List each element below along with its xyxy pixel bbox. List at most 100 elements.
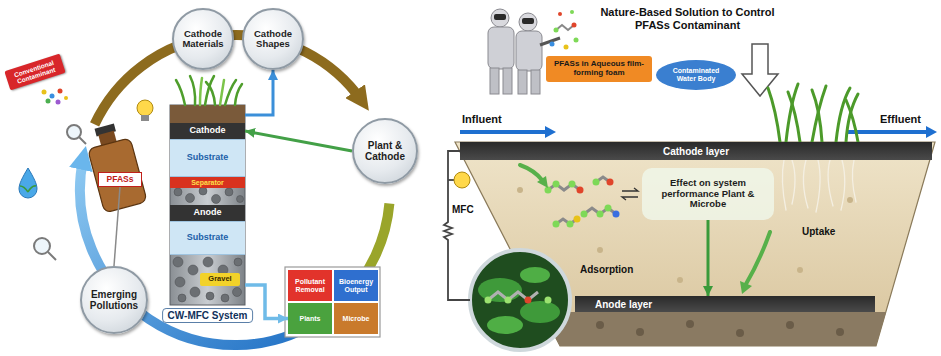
art-part: [553, 221, 560, 228]
art-part: [221, 294, 229, 302]
art-part: [570, 10, 574, 14]
node-text: Cathode: [190, 126, 226, 136]
art-part: [574, 38, 579, 43]
node-text: Emerging Pollutions: [86, 289, 142, 311]
art-part: [520, 301, 560, 323]
art-part: [847, 197, 853, 203]
art-part: [567, 221, 574, 228]
column-body: [170, 105, 245, 305]
art-part: [186, 194, 195, 203]
art-part: [597, 247, 603, 253]
node-text: PFASs in Aqueous film-forming foam: [550, 60, 648, 78]
art-part: [852, 160, 856, 202]
art-part: [67, 125, 81, 139]
art-part: [550, 42, 555, 47]
art-part: [622, 188, 638, 191]
art-part: [50, 94, 55, 99]
art-part: [478, 278, 522, 302]
art-part: [517, 187, 523, 193]
connector: [245, 70, 273, 115]
art-part: [448, 179, 454, 181]
art-part: [768, 84, 858, 142]
effluent-arrow: [848, 126, 937, 138]
gravel-tag: Gravel: [200, 273, 240, 286]
art-part: [828, 160, 833, 206]
art-part: [234, 258, 242, 266]
topic-circle: Cathode Shapes: [242, 8, 304, 70]
art-part: [577, 187, 584, 194]
art-part: [444, 151, 470, 300]
column-plants: [176, 76, 242, 105]
influent-arrow: [460, 126, 556, 138]
art-part: [56, 100, 61, 105]
art-part: [519, 13, 537, 31]
art-part: [816, 160, 820, 212]
layer-band: Substrate: [170, 139, 245, 177]
effect-box: Effect on system performance Plant & Mic…: [642, 168, 774, 220]
art-part: [46, 99, 51, 104]
connector: [114, 187, 120, 266]
art-part: [788, 92, 800, 142]
node-text: Gravel: [208, 275, 231, 283]
art-part: [926, 126, 937, 138]
foam-box: PFASs in Aqueous film-forming foam: [546, 56, 652, 82]
art-part: [491, 9, 509, 27]
node-text: Cathode Materials: [178, 29, 228, 50]
layer-band: Substrate: [170, 221, 245, 255]
art-part: [485, 297, 492, 304]
layer-band: Anode: [170, 205, 245, 221]
art-part: [792, 160, 795, 204]
art-part: [569, 181, 576, 188]
water-drop-icon: [19, 168, 37, 198]
art-part: [596, 320, 844, 337]
node-text: Plant & Cathode: [358, 140, 412, 162]
art-part: [190, 287, 200, 297]
result-panel: [285, 267, 380, 337]
node-text: Cathode layer: [663, 146, 729, 157]
art-part: [564, 45, 569, 50]
foam-molecules: [550, 10, 579, 50]
art-part: [740, 281, 752, 294]
node-text: Substrate: [187, 153, 229, 163]
art-part: [520, 267, 550, 283]
art-part: [137, 100, 153, 116]
art-part: [494, 14, 506, 20]
art-part: [470, 250, 570, 350]
art-part: [545, 187, 552, 194]
system-title: CW-MFC System: [162, 308, 254, 323]
art-part: [812, 86, 826, 142]
art-part: [48, 252, 56, 260]
art-part: [454, 172, 470, 188]
art-part: [782, 160, 786, 210]
node-text: Pollutant Removal: [289, 278, 331, 293]
art-part: [545, 297, 552, 304]
art-part: [786, 321, 794, 329]
art-part: [42, 90, 47, 95]
art-part: [235, 84, 242, 105]
art-part: [170, 105, 245, 305]
connector: [707, 220, 710, 296]
node-text: Effect on system performance Plant & Mic…: [645, 178, 771, 209]
art-part: [79, 137, 86, 144]
art-part: [525, 297, 532, 304]
art-part: [522, 18, 534, 24]
art-part: [206, 292, 214, 300]
art-part: [841, 160, 845, 210]
separator-band: Separator: [170, 177, 245, 188]
art-part: [176, 80, 185, 105]
art-part: [170, 105, 245, 123]
art-part: [736, 329, 744, 337]
art-part: [173, 257, 183, 267]
art-part: [613, 211, 620, 218]
art-part: [797, 267, 803, 273]
art-part: [455, 142, 935, 346]
art-part: [686, 320, 694, 328]
art-part: [206, 82, 215, 105]
art-part: [505, 297, 512, 304]
contaminant-bag: Conventional Contaminant: [4, 54, 65, 91]
result-cell: Microbe: [334, 303, 378, 334]
art-part: [237, 196, 244, 203]
node-text: Anode: [194, 208, 222, 218]
art-part: [553, 181, 560, 188]
